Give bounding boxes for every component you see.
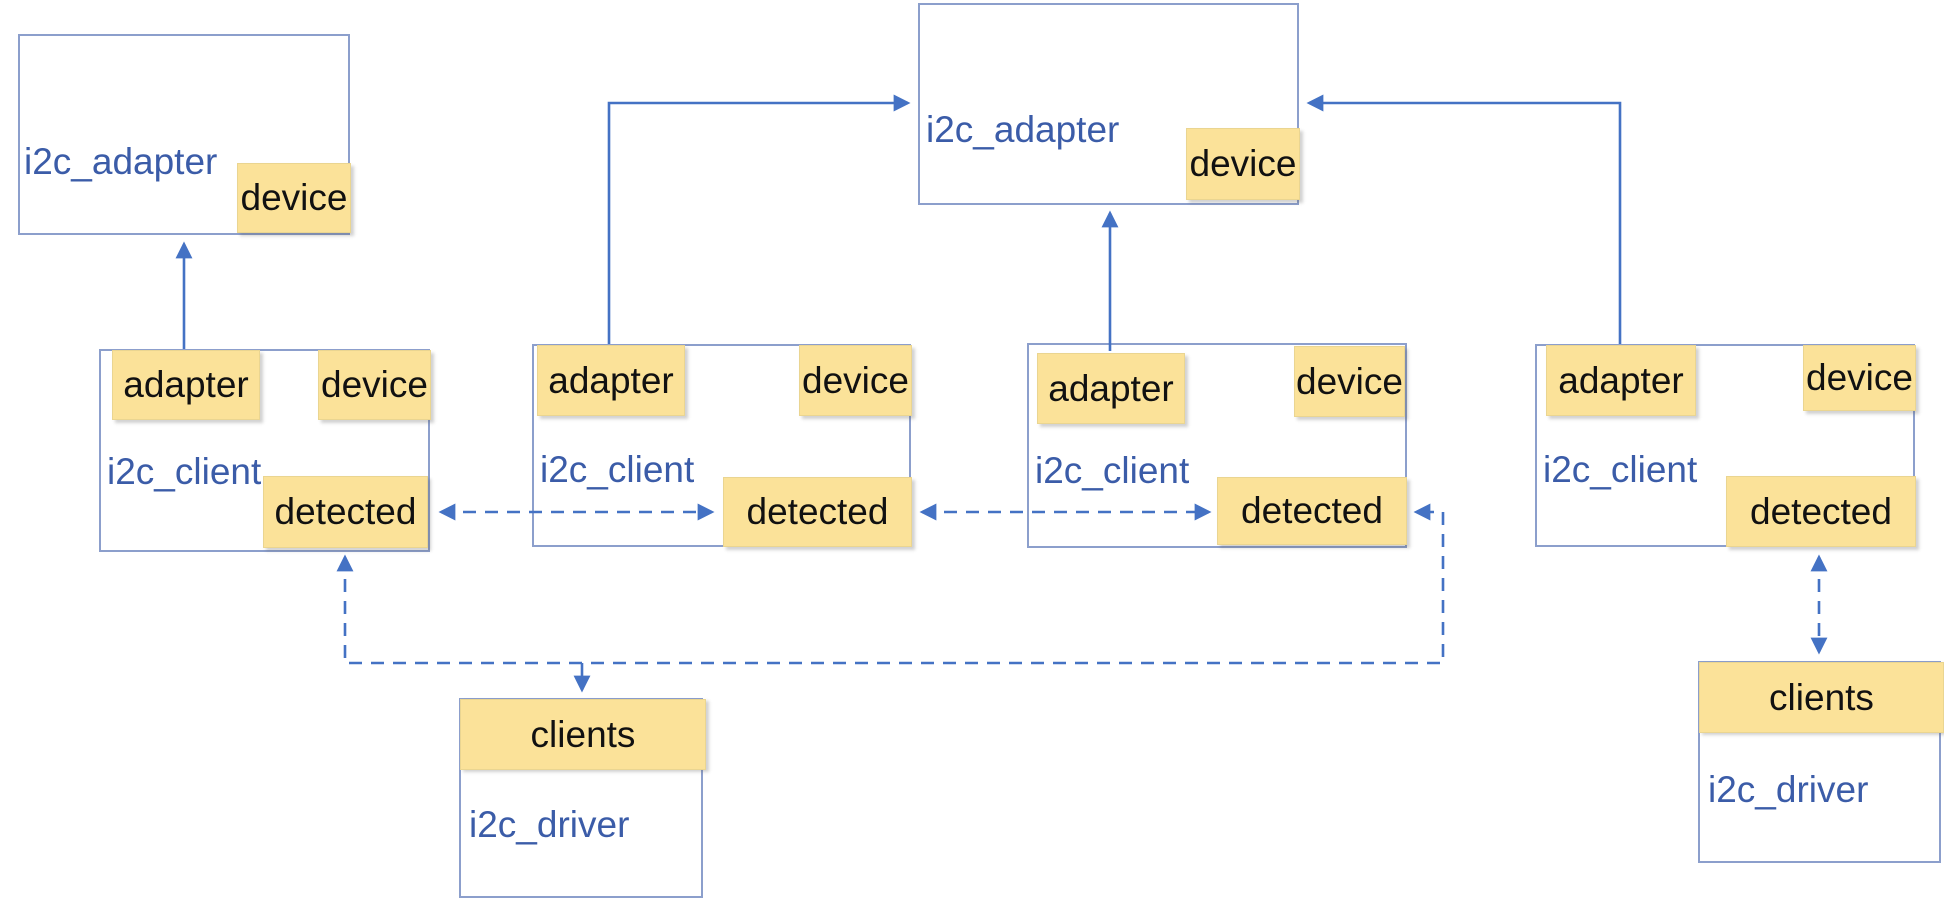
detected-field-tag: detected (263, 476, 428, 548)
tag-label: device (802, 359, 909, 401)
struct-name-label: i2c_driver (469, 804, 630, 845)
tag-label: clients (1769, 676, 1874, 718)
tag-label: adapter (548, 359, 674, 401)
tag-label: device (1189, 143, 1297, 184)
tag-label: device (240, 177, 348, 218)
clients-field-tag: clients (1699, 662, 1944, 733)
struct-name-label: i2c_adapter (24, 141, 218, 182)
device-field-tag: device (799, 345, 912, 416)
tag-label: adapter (1048, 367, 1174, 409)
struct-name-label: i2c_client (540, 449, 695, 490)
i2c-client-2-box: adapter device i2c_client detected (532, 344, 912, 547)
tag-label: detected (1750, 490, 1892, 532)
tag-label: adapter (1558, 359, 1684, 401)
i2c-driver-bottom-right-box: clients i2c_driver (1698, 661, 1944, 863)
tag-label: device (321, 364, 428, 405)
struct-name-label: i2c_adapter (926, 109, 1120, 150)
struct-name-label: i2c_driver (1708, 769, 1869, 810)
clients-field-tag: clients (460, 699, 706, 770)
adapter-field-tag: adapter (1546, 345, 1696, 416)
i2c-client-1-box: adapter device i2c_client detected (99, 349, 431, 552)
i2c-adapter-top-left-box: i2c_adapter device (18, 34, 351, 235)
device-field-tag: device (237, 163, 351, 233)
device-field-tag: device (1294, 346, 1405, 417)
detected-field-tag: detected (723, 477, 912, 547)
detected-field-tag: detected (1217, 477, 1407, 545)
struct-name-label: i2c_client (1035, 450, 1190, 491)
device-field-tag: device (318, 350, 431, 420)
struct-name-label: i2c_client (107, 451, 262, 492)
tag-label: detected (746, 491, 889, 532)
i2c-client-4-box: adapter device i2c_client detected (1535, 344, 1916, 547)
adapter-field-tag: adapter (537, 345, 685, 416)
tag-label: adapter (123, 364, 249, 405)
tag-label: detected (1241, 490, 1383, 531)
i2c-client-3-box: adapter device i2c_client detected (1027, 343, 1407, 548)
tag-label: device (1806, 357, 1913, 398)
arrow-client4-adapter-to-adapter-top-center (1306, 94, 1622, 344)
arrow-client2-adapter-to-adapter-top-center (607, 94, 911, 344)
tag-label: clients (530, 713, 636, 755)
device-field-tag: device (1186, 128, 1300, 200)
i2c-driver-bottom-center-box: clients i2c_driver (459, 698, 706, 898)
i2c-adapter-top-center-box: i2c_adapter device (918, 3, 1300, 205)
tag-label: detected (274, 491, 417, 532)
struct-name-label: i2c_client (1543, 449, 1698, 490)
tag-label: device (1296, 360, 1403, 402)
adapter-field-tag: adapter (112, 350, 260, 420)
device-field-tag: device (1803, 345, 1916, 411)
adapter-field-tag: adapter (1037, 353, 1185, 424)
detected-field-tag: detected (1726, 476, 1916, 547)
